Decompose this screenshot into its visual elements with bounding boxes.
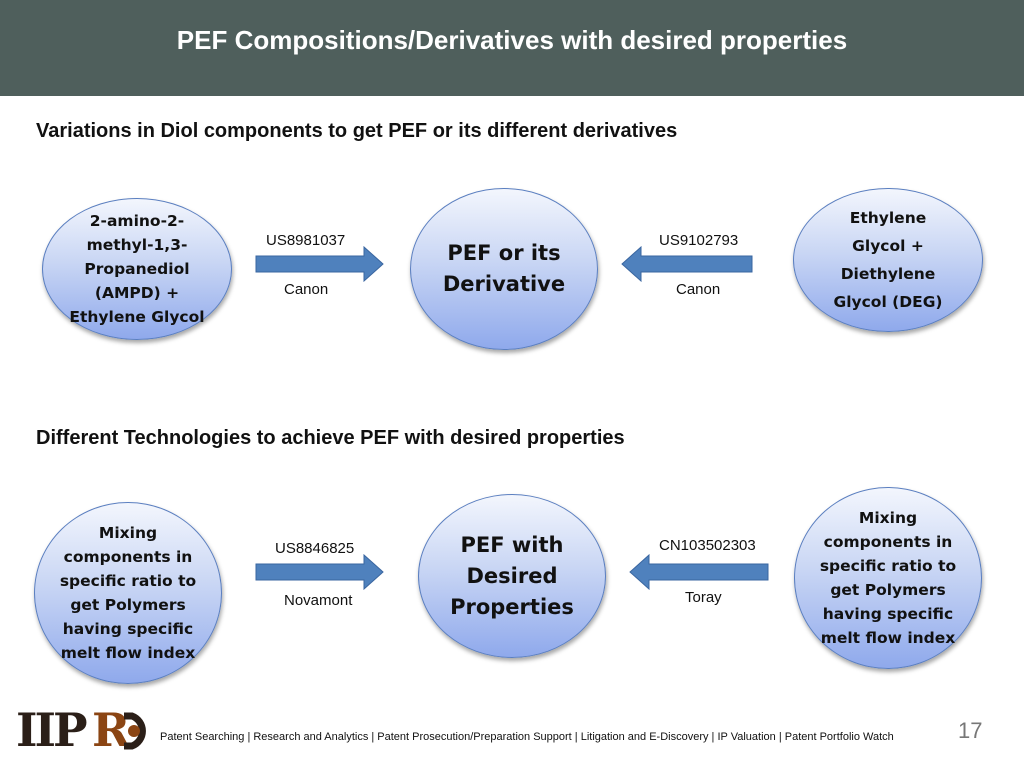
node-mixing-right-label: Mixing components in specific ratio to g… bbox=[820, 506, 956, 650]
patent-number: US9102793 bbox=[659, 232, 739, 249]
node-line: melt flow index bbox=[60, 644, 196, 662]
node-line: having specific bbox=[822, 605, 954, 623]
node-line: Properties bbox=[450, 594, 574, 619]
node-line: Glycol + bbox=[852, 237, 924, 255]
assignee-name: Novamont bbox=[284, 592, 353, 609]
node-line: get Polymers bbox=[70, 596, 186, 614]
node-mixing-components-left: Mixing components in specific ratio to g… bbox=[34, 502, 222, 684]
patent-number: US8981037 bbox=[266, 232, 346, 249]
node-line: Mixing bbox=[858, 509, 918, 527]
slide-title: PEF Compositions/Derivatives with desire… bbox=[176, 25, 848, 55]
node-line: Propanediol bbox=[84, 260, 190, 278]
node-line: Desired bbox=[466, 563, 558, 588]
patent-number: CN103502303 bbox=[659, 537, 756, 554]
node-line: (AMPD) + bbox=[94, 284, 180, 302]
node-line: PEF or its bbox=[447, 241, 561, 265]
node-line: specific ratio to bbox=[819, 557, 957, 575]
left-arrow bbox=[629, 554, 769, 590]
assignee-name: Canon bbox=[676, 281, 721, 298]
node-line: Ethylene bbox=[849, 209, 927, 227]
node-line: components in bbox=[63, 548, 193, 566]
node-line: Diethylene bbox=[840, 265, 936, 283]
title-bar: PEF Compositions/Derivatives with desire… bbox=[0, 0, 1024, 96]
node-line: Derivative bbox=[442, 272, 566, 296]
node-pef-derivative-label: PEF or its Derivative bbox=[443, 238, 565, 300]
section-heading-diol: Variations in Diol components to get PEF… bbox=[36, 120, 678, 142]
assignee-name: Canon bbox=[284, 281, 329, 298]
page-number: 17 bbox=[958, 718, 983, 743]
node-line: melt flow index bbox=[820, 629, 956, 647]
assignee-name: Toray bbox=[685, 589, 722, 606]
node-line: Glycol (DEG) bbox=[833, 293, 943, 311]
node-mixing-components-right: Mixing components in specific ratio to g… bbox=[794, 487, 982, 669]
node-line: Ethylene Glycol bbox=[69, 308, 205, 326]
node-ampd-label: 2-amino-2- methyl-1,3- Propanediol (AMPD… bbox=[69, 209, 204, 329]
node-ethylene-deg: Ethylene Glycol + Diethylene Glycol (DEG… bbox=[793, 188, 983, 332]
node-ethylene-deg-label: Ethylene Glycol + Diethylene Glycol (DEG… bbox=[833, 204, 942, 316]
node-pef-desired-properties: PEF with Desired Properties bbox=[418, 494, 606, 658]
node-line: methyl-1,3- bbox=[86, 236, 188, 254]
node-pef-derivative: PEF or its Derivative bbox=[410, 188, 598, 350]
patent-number: US8846825 bbox=[275, 540, 355, 557]
node-mixing-left-label: Mixing components in specific ratio to g… bbox=[60, 521, 196, 665]
node-line: having specific bbox=[62, 620, 194, 638]
node-pef-desired-label: PEF with Desired Properties bbox=[450, 530, 574, 623]
left-arrow bbox=[621, 246, 753, 282]
node-line: PEF with bbox=[460, 532, 564, 557]
iiprd-logo: IIP R bbox=[16, 703, 146, 756]
section-heading-technologies: Different Technologies to achieve PEF wi… bbox=[36, 427, 625, 449]
node-line: get Polymers bbox=[830, 581, 946, 599]
node-ampd-ethylene-glycol: 2-amino-2- methyl-1,3- Propanediol (AMPD… bbox=[42, 198, 232, 340]
footer-services: Patent Searching | Research and Analytic… bbox=[160, 731, 894, 743]
svg-text:IIP: IIP bbox=[16, 703, 87, 756]
node-line: components in bbox=[823, 533, 953, 551]
right-arrow bbox=[255, 246, 384, 282]
node-line: 2-amino-2- bbox=[89, 212, 185, 230]
node-line: Mixing bbox=[98, 524, 158, 542]
right-arrow bbox=[255, 554, 384, 590]
node-line: specific ratio to bbox=[59, 572, 197, 590]
